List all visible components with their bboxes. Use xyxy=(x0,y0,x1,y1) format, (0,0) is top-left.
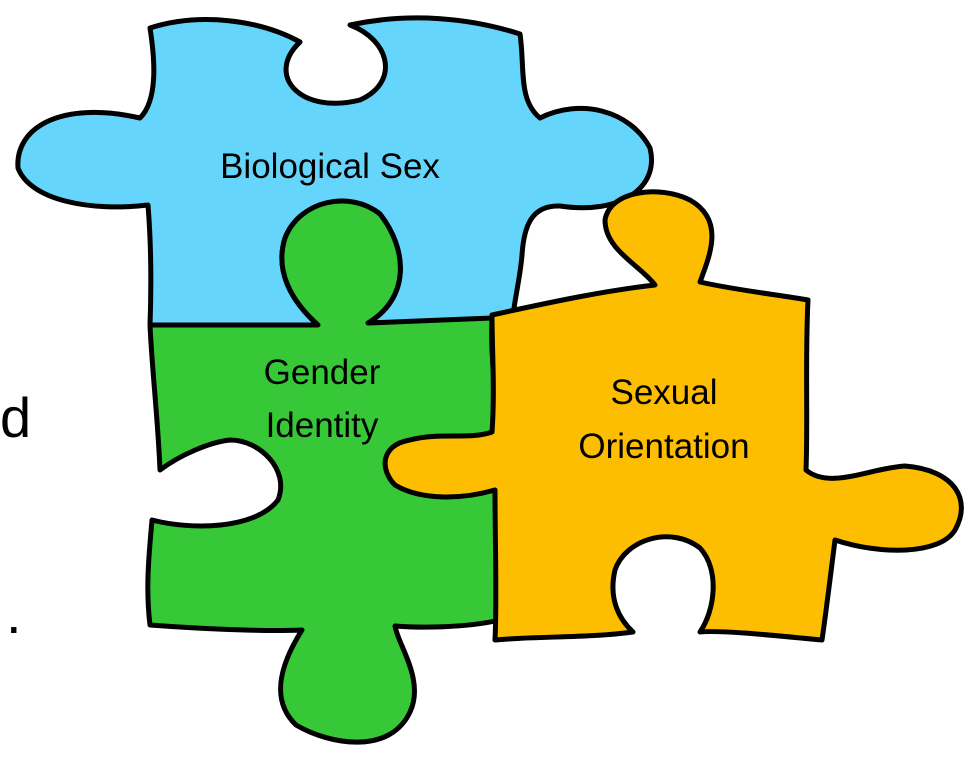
label-sexual-orientation-line1: Sexual xyxy=(610,373,717,412)
label-biological-sex: Biological Sex xyxy=(220,147,440,186)
puzzle-piece-sexual-orientation xyxy=(382,189,964,643)
cropped-text-fragment-dot: . xyxy=(6,582,22,645)
label-gender-identity-line1: Gender xyxy=(264,353,381,392)
puzzle-piece-gender-identity xyxy=(145,198,503,745)
label-sexual-orientation-line2: Orientation xyxy=(578,427,749,466)
label-gender-identity-line2: Identity xyxy=(266,406,379,445)
cropped-text-fragment-d: d xyxy=(0,386,32,449)
puzzle-piece-biological-sex xyxy=(15,15,654,328)
